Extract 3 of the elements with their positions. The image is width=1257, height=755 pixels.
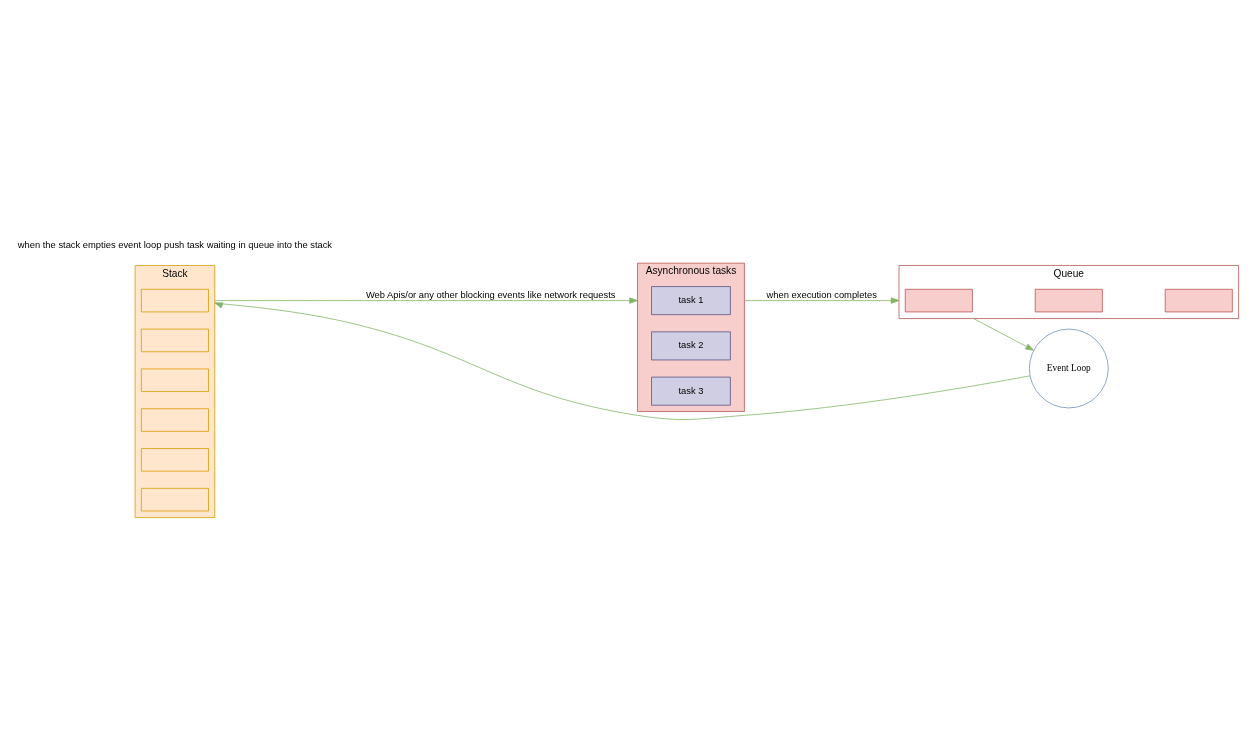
edge-label: Web Apis/or any other blocking events like network requests	[365, 289, 616, 300]
label: when the stack empties event loop push task waiting in queue into the stack	[17, 239, 333, 250]
edge-label: when execution completes	[766, 289, 877, 300]
